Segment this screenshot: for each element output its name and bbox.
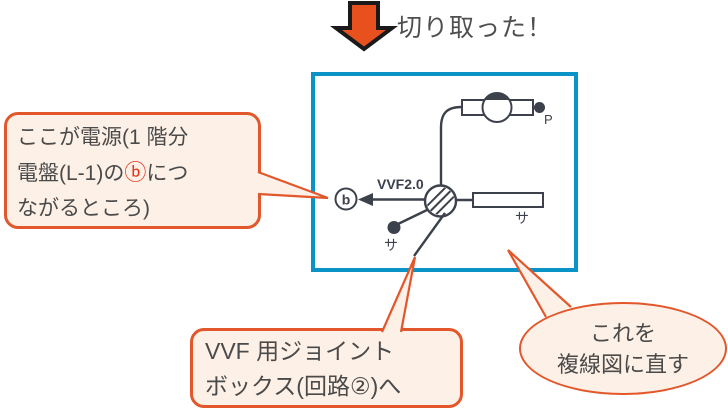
- switch-dot: [387, 221, 401, 234]
- sa-right-label: サ: [515, 210, 529, 226]
- pendant-dot: [534, 102, 545, 113]
- sa-left-label: サ: [384, 237, 398, 253]
- terminal-b-label: b: [342, 192, 351, 208]
- arrowhead-left: [358, 193, 373, 206]
- callout-joint-line2: ボックス(回路②)へ: [205, 373, 402, 399]
- wire-to-jointbox-circuit: [413, 212, 446, 257]
- callout-power-line1: ここが電源(1 階分: [17, 126, 189, 149]
- wire-to-switch-left: [397, 208, 428, 226]
- lamp-circle-symbol: [481, 92, 513, 123]
- circled-b-mark: ⓑ: [124, 160, 147, 185]
- callout-joint-box: VVF 用ジョイント ボックス(回路②)へ: [190, 328, 463, 408]
- callout-power-source: ここが電源(1 階分 電盤(L-1)のⓑにつ ながるところ): [4, 112, 261, 229]
- pendant-label: P: [544, 112, 553, 127]
- heading-cut-label: 切り取った！: [397, 14, 554, 42]
- callout-power-line2: 電盤(L-1)のⓑにつ: [17, 160, 189, 185]
- cut-arrow-icon: [330, 1, 398, 52]
- callout-convert-line2: 複線図に直す: [556, 351, 689, 377]
- wire-to-lamp: [439, 105, 463, 186]
- cable-label: VVF2.0: [377, 176, 424, 192]
- callout-joint-line1: VVF 用ジョイント: [205, 338, 395, 364]
- switch-box-symbol: [472, 192, 544, 208]
- terminal-b-circle: [334, 187, 358, 211]
- callout-convert-line1: これを: [589, 320, 656, 346]
- lamp-cap: [484, 93, 510, 100]
- callout-convert-bubble: これを 複線図に直す: [519, 302, 727, 395]
- joint-box-hatch: [426, 187, 455, 215]
- callout-power-line3: ながるところ): [17, 197, 150, 220]
